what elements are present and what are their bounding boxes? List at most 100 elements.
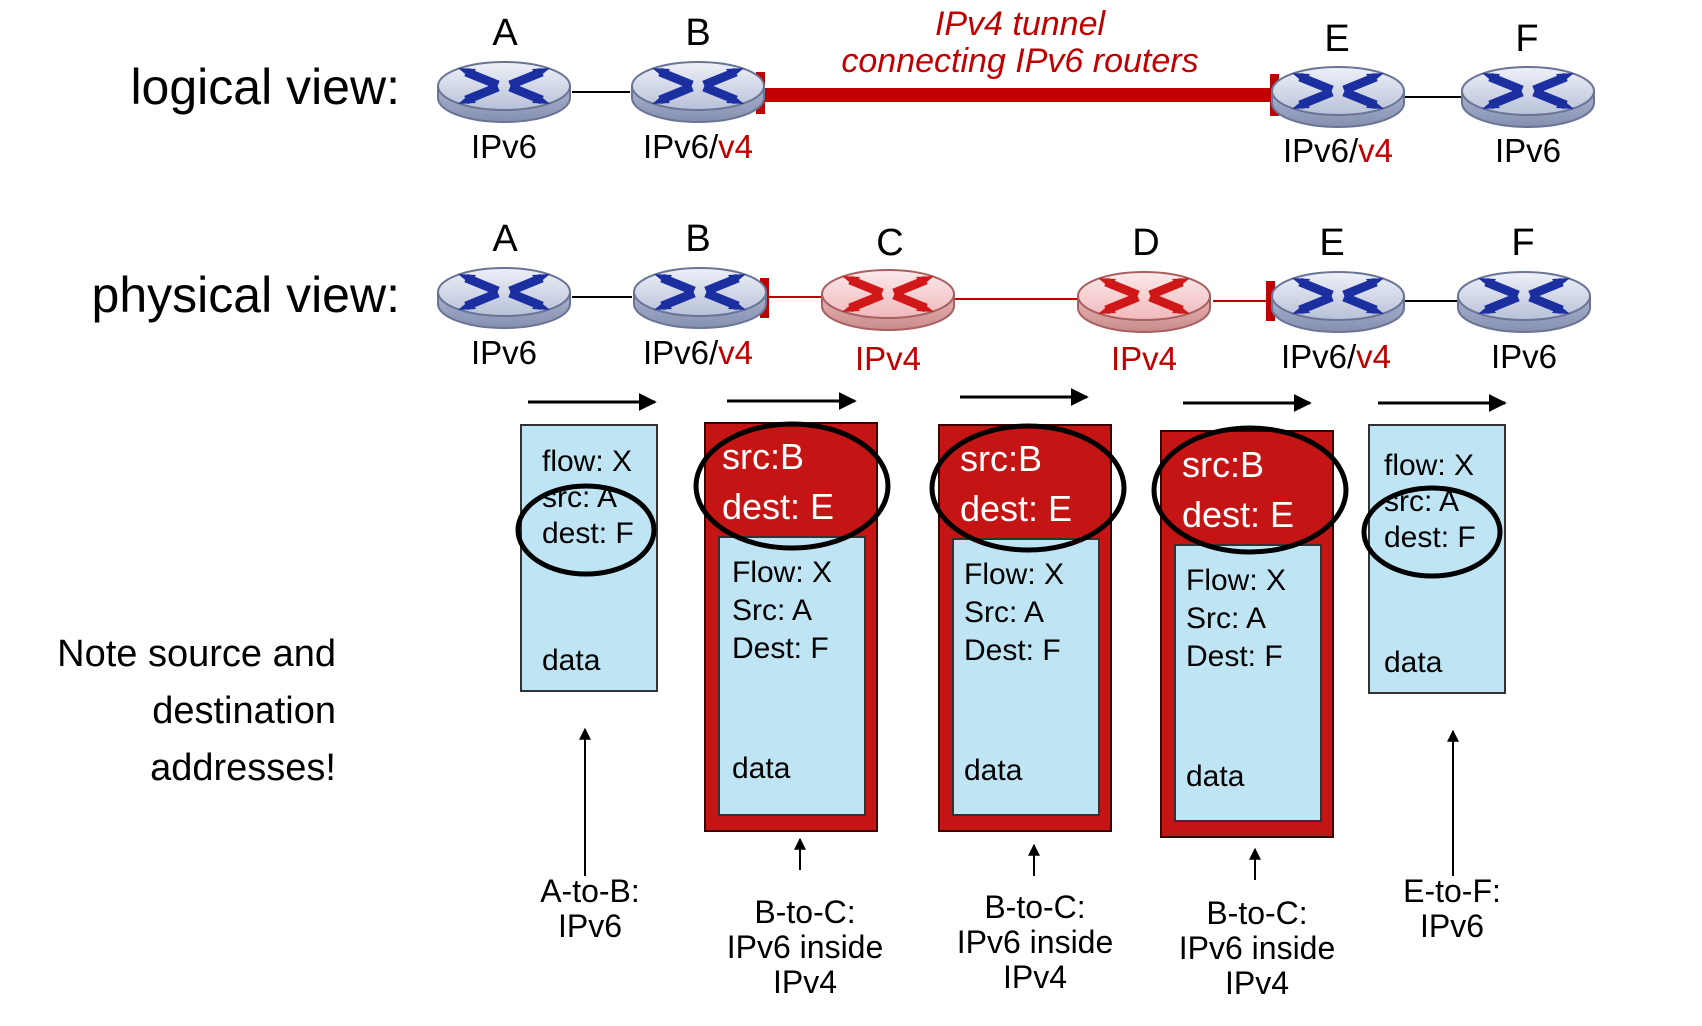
- packet-ipv4-encap-2: src:B dest: E Flow: X Src: A Dest: F dat…: [938, 424, 1112, 832]
- packet-data: data: [542, 644, 601, 677]
- logical-router-b-icon: [630, 58, 766, 124]
- inner-dest: Dest: F: [732, 632, 829, 665]
- physical-router-b-icon: [632, 264, 768, 330]
- caption-e-to-f: E-to-F: IPv6: [1362, 874, 1542, 944]
- physical-router-a-type: IPv6: [470, 334, 538, 371]
- packet-dest: dest: F: [542, 517, 634, 550]
- caption-b-to-c-1: B-to-C: IPv6 inside IPv4: [700, 895, 910, 1000]
- ipv4-tunnel-bar: [762, 88, 1274, 102]
- logical-router-f-icon: [1460, 63, 1596, 129]
- inner-src: Src: A: [964, 596, 1045, 629]
- caption-line-1: A-to-B:: [540, 873, 640, 909]
- physical-router-e-letter: E: [1319, 222, 1345, 264]
- tunnel-caption-line-1: IPv4 tunnel: [934, 5, 1106, 43]
- physical-router-f-letter: F: [1511, 222, 1535, 264]
- outer-src: src:B: [960, 438, 1043, 479]
- outer-src: src:B: [1182, 444, 1265, 485]
- caption-line-2: IPv6: [557, 908, 623, 944]
- inner-header-lines: Flow: X Src: A Dest: F: [1186, 562, 1286, 676]
- outer-header: src:B dest: E: [722, 432, 834, 532]
- caption-line-2: IPv6 inside: [956, 924, 1114, 960]
- logical-router-a-letter: A: [492, 12, 518, 54]
- caption-line-2: IPv6 inside: [1178, 930, 1336, 966]
- caption-line-3: IPv4: [1224, 965, 1290, 1001]
- inner-dest: Dest: F: [964, 634, 1061, 667]
- outer-header: src:B dest: E: [1182, 440, 1294, 540]
- caption-b-to-c-2: B-to-C: IPv6 inside IPv4: [930, 890, 1140, 995]
- logical-router-f-letter: F: [1515, 18, 1539, 60]
- packet-header-lines: flow: X src: A dest: F: [1384, 448, 1476, 556]
- caption-b-to-c-3: B-to-C: IPv6 inside IPv4: [1152, 896, 1362, 1001]
- inner-flow: Flow: X: [964, 558, 1065, 591]
- note-line-3: addresses!: [150, 747, 336, 789]
- logical-router-b-letter: B: [685, 12, 711, 54]
- packet-ipv6-e-to-f: flow: X src: A dest: F data: [1368, 424, 1506, 694]
- inner-ipv6-packet: Flow: X Src: A Dest: F data: [1174, 544, 1322, 822]
- outer-dest: dest: E: [722, 486, 835, 527]
- physical-router-f-icon: [1456, 268, 1592, 334]
- outer-dest: dest: E: [960, 488, 1073, 529]
- tunnel-caption: IPv4 tunnel connecting IPv6 routers: [820, 6, 1220, 80]
- logical-router-e-type: IPv6/v4: [1282, 132, 1394, 169]
- caption-line-1: B-to-C:: [754, 894, 856, 930]
- note-text: Note source and destination addresses!: [10, 626, 336, 797]
- physical-router-b-type: IPv6/v4: [642, 334, 754, 371]
- inner-src: Src: A: [1186, 602, 1267, 635]
- inner-flow: Flow: X: [1186, 564, 1287, 597]
- packet-flow: flow: X: [542, 445, 633, 478]
- physical-router-c-icon: [820, 266, 956, 332]
- inner-dest: Dest: F: [1186, 640, 1283, 673]
- physical-router-c-letter: C: [876, 222, 904, 264]
- physical-router-b-letter: B: [685, 218, 711, 260]
- packet-src: src: A: [542, 481, 618, 514]
- packet-ipv6-a-to-b: flow: X src: A dest: F data: [520, 424, 658, 692]
- packet-dest: dest: F: [1384, 521, 1476, 554]
- inner-data: data: [964, 754, 1023, 787]
- physical-router-c-type: IPv4: [854, 340, 922, 377]
- logical-router-b-type: IPv6/v4: [642, 128, 754, 165]
- logical-router-a-type: IPv6: [470, 128, 538, 165]
- physical-router-e-icon: [1270, 268, 1406, 334]
- logical-router-a-icon: [436, 58, 572, 124]
- inner-data: data: [732, 752, 791, 785]
- physical-router-e-type: IPv6/v4: [1280, 338, 1392, 375]
- caption-line-3: IPv4: [772, 964, 838, 1000]
- packet-data: data: [1384, 646, 1443, 679]
- caption-line-2: IPv6: [1419, 908, 1485, 944]
- outer-src: src:B: [722, 436, 805, 477]
- caption-line-1: B-to-C:: [1206, 895, 1308, 931]
- tunnel-caption-line-2: connecting IPv6 routers: [841, 42, 1199, 80]
- inner-data: data: [1186, 760, 1245, 793]
- note-line-1: Note source and: [57, 633, 336, 675]
- logical-router-f-type: IPv6: [1494, 132, 1562, 169]
- physical-endcap-e: [1266, 281, 1275, 321]
- packet-header-lines: flow: X src: A dest: F: [542, 444, 634, 552]
- logical-router-e-letter: E: [1324, 18, 1350, 60]
- physical-router-a-letter: A: [492, 218, 518, 260]
- physical-router-d-icon: [1076, 268, 1212, 334]
- outer-dest: dest: E: [1182, 494, 1295, 535]
- caption-line-1: E-to-F:: [1403, 873, 1501, 909]
- physical-router-d-type: IPv4: [1110, 340, 1178, 377]
- packet-flow: flow: X: [1384, 449, 1475, 482]
- physical-router-d-letter: D: [1132, 222, 1160, 264]
- inner-header-lines: Flow: X Src: A Dest: F: [964, 556, 1064, 670]
- physical-router-f-type: IPv6: [1490, 338, 1558, 375]
- inner-src: Src: A: [732, 594, 813, 627]
- note-line-2: destination: [152, 690, 336, 732]
- caption-line-3: IPv4: [1002, 959, 1068, 995]
- logical-view-label: logical view:: [130, 59, 400, 115]
- caption-line-1: B-to-C:: [984, 889, 1086, 925]
- inner-ipv6-packet: Flow: X Src: A Dest: F data: [952, 538, 1100, 816]
- physical-router-a-icon: [436, 264, 572, 330]
- outer-header: src:B dest: E: [960, 434, 1072, 534]
- packet-ipv4-encap-3: src:B dest: E Flow: X Src: A Dest: F dat…: [1160, 430, 1334, 838]
- caption-a-to-b: A-to-B: IPv6: [500, 874, 680, 944]
- inner-header-lines: Flow: X Src: A Dest: F: [732, 554, 832, 668]
- logical-router-e-icon: [1270, 63, 1406, 129]
- physical-view-label: physical view:: [91, 267, 400, 323]
- inner-ipv6-packet: Flow: X Src: A Dest: F data: [718, 536, 866, 816]
- packet-ipv4-encap-1: src:B dest: E Flow: X Src: A Dest: F dat…: [704, 422, 878, 832]
- inner-flow: Flow: X: [732, 556, 833, 589]
